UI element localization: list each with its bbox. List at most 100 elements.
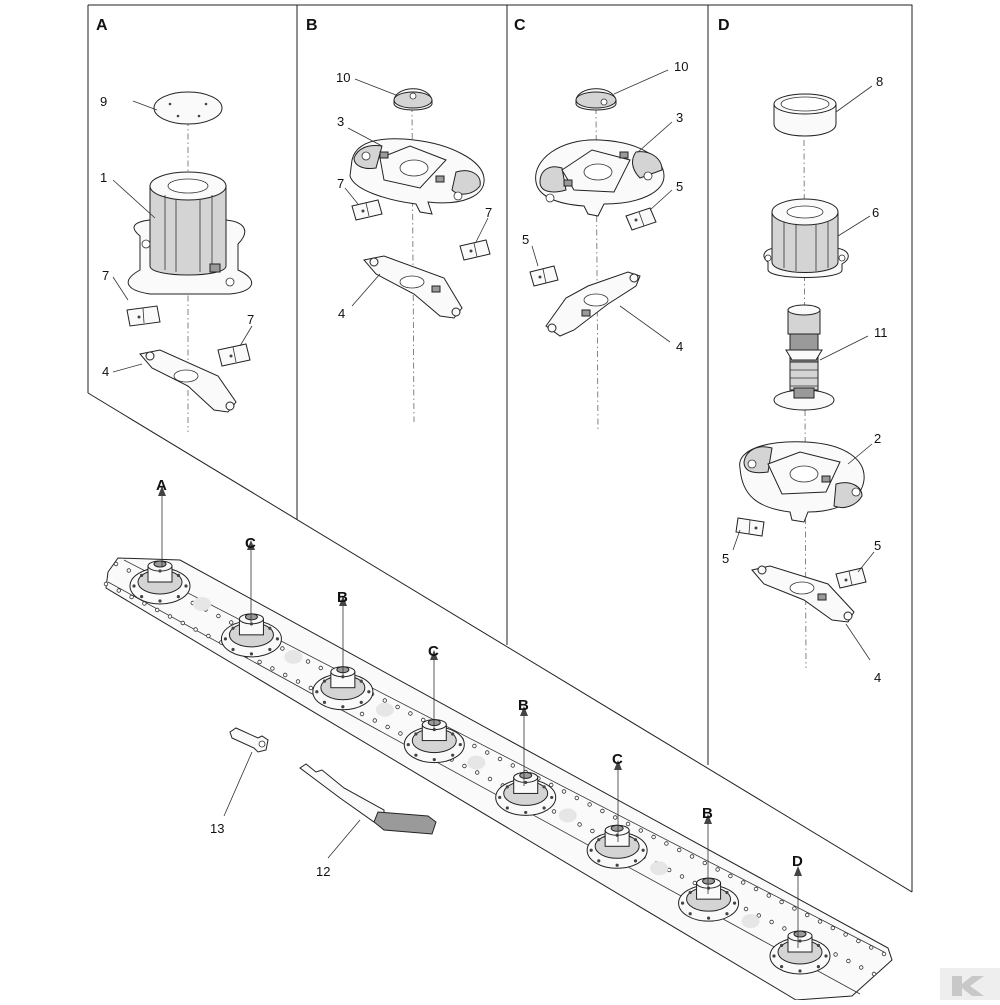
cutter-bar-disc-units <box>129 560 831 975</box>
drum-part <box>127 171 252 295</box>
bar-recess <box>741 914 760 929</box>
callout-b-7: 7 <box>337 176 344 191</box>
bar-hole <box>679 874 685 879</box>
bar-hole <box>651 834 656 840</box>
bar-hole <box>549 782 554 788</box>
cover-plate-part <box>153 91 223 125</box>
bar-hole <box>625 821 631 827</box>
bar-recess <box>375 702 394 717</box>
drive-shaft-part <box>773 304 835 411</box>
cutting-disc-part <box>535 139 665 217</box>
bar-hole <box>741 880 746 885</box>
bar-hole <box>817 919 823 924</box>
disc-unit <box>495 771 557 816</box>
bar-hole <box>702 860 707 866</box>
bar-hole <box>715 867 720 872</box>
bar-hole <box>103 581 109 587</box>
bar-hole <box>270 666 275 671</box>
bar-hole <box>462 763 467 769</box>
position-markers <box>158 486 802 948</box>
cutter-bar <box>103 557 893 1001</box>
callout-a-7b: 7 <box>247 312 254 327</box>
bar-hole <box>382 698 387 703</box>
callout-d-5: 5 <box>722 551 729 566</box>
bar-hole <box>769 919 774 925</box>
bar-hole <box>859 965 864 970</box>
callout-c-4: 4 <box>676 339 683 354</box>
callout-c-5: 5 <box>676 179 683 194</box>
bar-hole <box>805 912 810 918</box>
cutting-disc-part <box>349 138 485 215</box>
bar-hole <box>167 614 173 619</box>
spanner-tool-part <box>223 727 269 817</box>
bar-hole <box>472 743 477 749</box>
blade-part <box>217 343 251 367</box>
callout-d-4: 4 <box>874 670 881 685</box>
disc-unit <box>129 560 191 605</box>
bar-recess <box>467 755 486 770</box>
bar-hole <box>257 659 262 665</box>
section-frames <box>87 4 913 893</box>
bar-position-label: C <box>428 643 439 660</box>
bar-hole <box>677 847 682 853</box>
bar-hole <box>779 899 784 905</box>
bar-hole <box>792 906 797 911</box>
callout-a-9: 9 <box>100 94 107 109</box>
section-b-assembly <box>344 78 491 423</box>
bar-hole <box>421 717 426 723</box>
blade-part <box>529 265 559 287</box>
bar-hole <box>561 789 567 794</box>
bar-hole <box>871 971 877 977</box>
blade-part <box>735 517 765 537</box>
callout-a-4: 4 <box>102 364 109 379</box>
bar-position-label: D <box>792 853 803 870</box>
bar-recess <box>193 597 211 611</box>
disc-unit <box>220 613 282 658</box>
bar-hole <box>305 659 311 664</box>
callout-c-3: 3 <box>676 110 683 125</box>
bar-hole <box>475 770 480 775</box>
callout-b-4: 4 <box>338 306 345 321</box>
hub-cap-part <box>575 88 617 111</box>
callout-a-7: 7 <box>102 268 109 283</box>
bar-hole <box>833 952 838 957</box>
bar-hole <box>228 620 234 625</box>
bar-hole <box>295 679 301 684</box>
bar-hole <box>638 828 643 833</box>
section-label-b: B <box>306 17 318 34</box>
callout-a-1: 1 <box>100 170 107 185</box>
blade-part <box>126 305 161 327</box>
bar-hole <box>154 607 160 613</box>
bar-hole <box>743 906 749 912</box>
bar-hole <box>869 945 874 950</box>
section-label-a: A <box>96 17 108 34</box>
bar-position-label: C <box>245 535 256 552</box>
section-label-d: D <box>718 17 730 34</box>
blade-part <box>835 567 867 589</box>
bar-hole <box>126 568 131 573</box>
bar-position-label: C <box>612 751 623 768</box>
bar-hole <box>385 724 390 730</box>
bar-hole <box>372 718 377 723</box>
bar-hole <box>843 932 848 937</box>
bar-hole <box>577 822 582 827</box>
callout-b-3: 3 <box>337 114 344 129</box>
bar-hole <box>574 795 579 801</box>
bar-recess <box>558 808 577 823</box>
bar-hole <box>766 893 771 898</box>
bar-hole <box>497 756 503 762</box>
callout-d-6: 6 <box>872 205 879 220</box>
callout-b-7b: 7 <box>485 205 492 220</box>
bar-hole <box>318 665 323 671</box>
callout-d-2: 2 <box>874 431 881 446</box>
bar-recess <box>650 861 669 876</box>
blade-holder-part <box>363 255 463 319</box>
disc-unit <box>312 666 374 711</box>
callout-d-8: 8 <box>876 74 883 89</box>
bar-hole <box>485 750 490 755</box>
bar-hole <box>551 809 557 814</box>
callout-c-5b: 5 <box>522 232 529 247</box>
callout-d-5b: 5 <box>874 538 881 553</box>
